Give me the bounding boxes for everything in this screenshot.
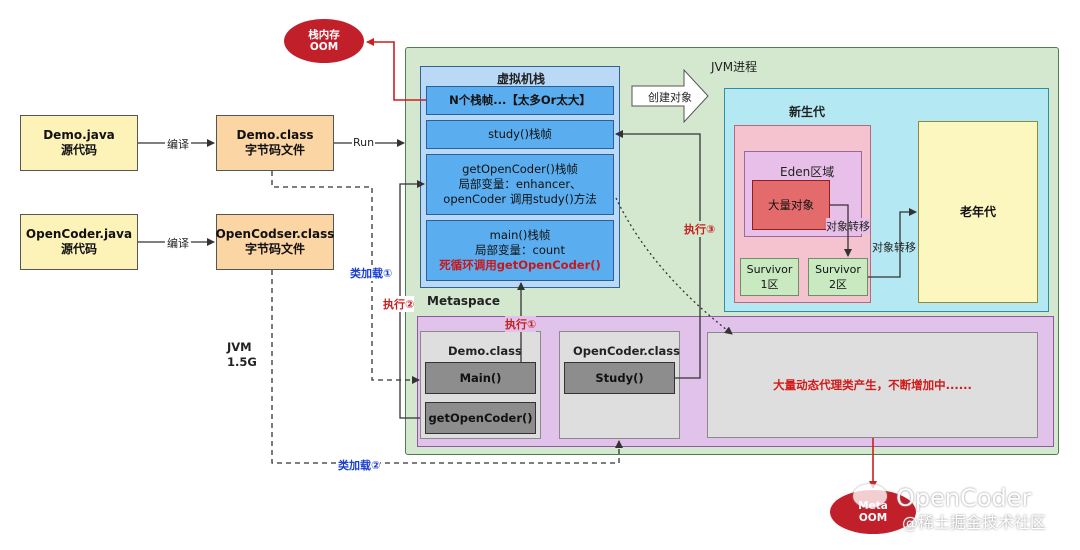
jvm-process-label: JVM进程 bbox=[711, 60, 758, 74]
meta-oom-line2: OOM bbox=[858, 512, 888, 524]
jvm-mem-line1: JVM bbox=[227, 340, 252, 354]
vm-stack-title: 虚拟机栈 bbox=[497, 72, 546, 86]
old-generation: 老年代 bbox=[918, 121, 1038, 303]
watermark-icon bbox=[853, 484, 887, 508]
get-frame-line1: getOpenCoder()栈帧 bbox=[462, 162, 578, 176]
exec-3-label: 执行③ bbox=[684, 221, 716, 237]
stack-frame-main: main()栈帧 局部变量：count 死循环调用getOpenCoder() bbox=[426, 220, 614, 281]
demo-class-name: Demo.class bbox=[236, 128, 314, 142]
classload-1-label: 类加载① bbox=[350, 265, 393, 281]
stack-oom-arrow bbox=[366, 38, 426, 101]
watermark-community: @稀土掘金技术社区 bbox=[902, 513, 1047, 532]
compile-label-1: 编译 bbox=[165, 136, 191, 152]
demo-class-desc: 字节码文件 bbox=[244, 143, 305, 157]
main-method-box: Main() bbox=[425, 362, 536, 394]
exec-2-label: 执行② bbox=[383, 296, 415, 312]
stack-frame-overflow: N个栈帧...【太多Or太大】 bbox=[426, 86, 614, 115]
jvm-mem-line2: 1.5G bbox=[227, 355, 257, 369]
transfer-arrow-1 bbox=[830, 204, 852, 257]
young-generation-title: 新生代 bbox=[789, 105, 826, 119]
survivor-2-line1: Survivor bbox=[815, 263, 861, 276]
opencoder-class-meta-title: OpenCoder.class bbox=[573, 344, 680, 358]
metaspace-title: Metaspace bbox=[427, 294, 500, 308]
stack-frame-getopencoder: getOpenCoder()栈帧 局部变量：enhancer、 openCode… bbox=[426, 154, 614, 215]
exec-1-label: 执行① bbox=[505, 316, 537, 332]
opencoder-class-desc: 字节码文件 bbox=[244, 242, 305, 256]
opencoder-java-desc: 源代码 bbox=[60, 242, 97, 256]
big-objects-box: 大量对象 bbox=[752, 180, 830, 230]
stack-frame-study: study()栈帧 bbox=[426, 120, 614, 149]
opencoder-class-box: OpenCodser.class 字节码文件 bbox=[216, 214, 334, 270]
main-frame-line3: 死循环调用getOpenCoder() bbox=[439, 258, 601, 272]
create-object-arrow bbox=[631, 68, 709, 124]
survivor-1: Survivor 1区 bbox=[740, 258, 799, 296]
compile-label-2: 编译 bbox=[165, 235, 191, 251]
demo-class-meta-title: Demo.class bbox=[448, 344, 522, 358]
demo-java-box: Demo.java 源代码 bbox=[20, 115, 138, 171]
transfer-arrow-2 bbox=[868, 208, 917, 278]
study-method-box: Study() bbox=[564, 362, 675, 394]
dotted-proxy-line bbox=[615, 197, 733, 335]
classload-2-label: 类加载② bbox=[338, 457, 381, 473]
watermark-brand: OpenCoder bbox=[896, 484, 1032, 512]
demo-java-desc: 源代码 bbox=[60, 143, 97, 157]
exec-3-line bbox=[615, 130, 701, 379]
survivor-1-line1: Survivor bbox=[746, 263, 793, 276]
stack-oom-line2: OOM bbox=[309, 41, 339, 53]
main-frame-line1: main()栈帧 bbox=[489, 228, 551, 242]
get-opencoder-method-box: getOpenCoder() bbox=[425, 402, 536, 434]
opencoder-class-name: OpenCodser.class bbox=[215, 227, 335, 241]
create-object-label: 创建对象 bbox=[648, 91, 692, 104]
stack-oom-line1: 栈内存 bbox=[308, 29, 340, 41]
opencoder-java-name: OpenCoder.java bbox=[25, 227, 133, 241]
classload-1-line bbox=[271, 171, 420, 384]
opencoder-java-box: OpenCoder.java 源代码 bbox=[20, 214, 138, 270]
survivor-2: Survivor 2区 bbox=[808, 258, 868, 296]
classload-2-line bbox=[271, 270, 623, 464]
stack-oom-badge: 栈内存 OOM bbox=[284, 19, 364, 63]
get-frame-line2: 局部变量：enhancer、 bbox=[458, 177, 582, 191]
run-label: Run bbox=[352, 136, 376, 149]
get-frame-line3: openCoder 调用study()方法 bbox=[443, 192, 597, 206]
transfer-label-2: 对象转移 bbox=[872, 239, 916, 255]
dynamic-proxy-area: 大量动态代理类产生，不断增加中...... bbox=[707, 332, 1038, 438]
demo-class-box: Demo.class 字节码文件 bbox=[216, 115, 334, 171]
survivor-1-line2: 1区 bbox=[760, 278, 779, 291]
demo-java-name: Demo.java bbox=[43, 128, 115, 142]
main-frame-line2: 局部变量：count bbox=[475, 243, 565, 257]
eden-title: Eden区域 bbox=[780, 165, 835, 179]
survivor-2-line2: 2区 bbox=[829, 278, 847, 291]
